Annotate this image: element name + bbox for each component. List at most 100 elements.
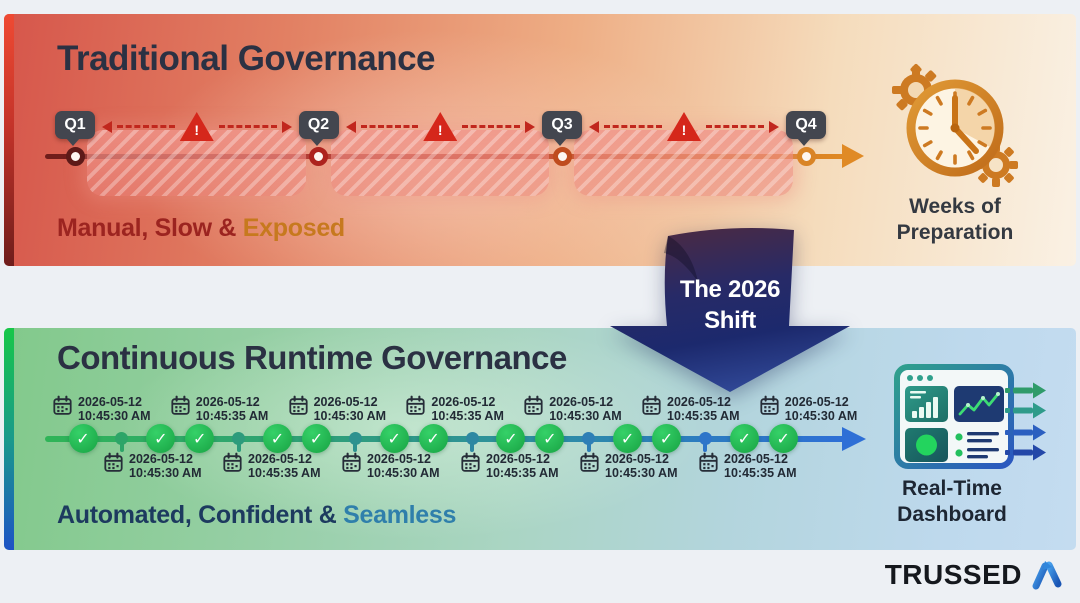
quarter-node: [552, 147, 572, 166]
continuous-subtitle-part1: Automated, Confident &: [57, 501, 337, 529]
brand-name: TRUSSED: [884, 559, 1022, 590]
check-circle-icon: [652, 424, 681, 453]
red-accent-stripe: [4, 14, 14, 266]
traditional-subtitle-part1: Manual, Slow &: [57, 214, 237, 242]
check-circle-icon: [379, 424, 409, 453]
quarter-badge-q2: Q2: [298, 111, 339, 146]
timeline-tick-dot: [115, 432, 129, 452]
calendar-icon: [461, 452, 480, 472]
check-circle-icon: [146, 424, 176, 453]
quarter-node: [796, 147, 816, 166]
check-circle-icon: [768, 424, 798, 453]
timeline-tick-dot: [698, 432, 712, 452]
caption-line: Preparation: [896, 221, 1014, 244]
quarter-badge-q4: Q4: [786, 111, 826, 146]
calendar-icon: [342, 452, 361, 472]
check-circle-icon: [68, 424, 98, 453]
timestamp-date: 2026-05-12: [195, 395, 260, 409]
runtime-timeline-arrowhead-icon: [842, 427, 866, 451]
timestamp-time: 10:45:35 AM: [486, 466, 559, 480]
caption-line: Dashboard: [897, 503, 1007, 526]
arrowhead-icon: [589, 120, 599, 133]
traditional-title: Traditional Governance: [57, 39, 436, 78]
timestamp-date: 2026-05-12: [667, 395, 731, 409]
shift-label-line2: Shift: [704, 307, 756, 334]
timestamp-date: 2026-05-12: [78, 395, 142, 409]
warning-triangle-icon: [423, 112, 458, 141]
check-circle-icon: [301, 424, 331, 453]
shift-label-line1: The 2026: [679, 276, 781, 303]
brand-lockup: TRUSSED: [885, 555, 1066, 595]
timestamp-time: 10:45:30 AM: [129, 466, 202, 480]
caption-line: Real-Time: [902, 477, 1002, 500]
calendar-icon: [289, 395, 308, 415]
timeline-tick-dot: [232, 432, 246, 452]
dashed-line: [706, 125, 764, 128]
risk-gap-connector: [345, 112, 535, 141]
calendar-icon: [53, 395, 72, 415]
risk-window-region: [87, 130, 306, 196]
arrowhead-icon: [281, 120, 292, 133]
timestamp-date: 2026-05-12: [486, 452, 550, 466]
dashboard-window-icon: [894, 364, 1046, 469]
calendar-icon: [223, 452, 242, 472]
check-circle-icon: [613, 424, 643, 453]
timestamp-date: 2026-05-12: [367, 452, 431, 466]
quarter-badge-q1: Q1: [55, 111, 95, 146]
timestamp-time: 10:45:35 AM: [667, 409, 740, 423]
arrowhead-icon: [102, 120, 112, 133]
calendar-icon: [171, 395, 190, 415]
risk-window-region: [330, 130, 549, 196]
calendar-icon: [580, 452, 599, 472]
arrowhead-icon: [525, 120, 535, 133]
check-circle-icon: [418, 424, 448, 453]
calendar-icon: [699, 452, 718, 472]
calendar-icon: [104, 452, 123, 472]
warning-triangle-icon: [179, 112, 214, 141]
calendar-icon: [406, 395, 425, 415]
continuous-title: Continuous Runtime Governance: [57, 339, 567, 376]
timeline-tick-dot: [348, 432, 362, 452]
calendar-icon: [760, 395, 779, 415]
check-circle-icon: [535, 424, 565, 453]
trussed-logo-icon: [1032, 561, 1062, 592]
timeline-tick-dot: [465, 432, 479, 452]
continuous-subtitle-part2: Seamless: [336, 501, 457, 529]
check-circle-icon: [263, 424, 292, 453]
timestamp-time: 10:45:35 AM: [195, 409, 269, 423]
dashed-line: [462, 125, 520, 128]
timestamp-time: 10:45:30 AM: [549, 409, 622, 423]
calendar-icon: [642, 395, 661, 415]
timestamp-time: 10:45:35 AM: [431, 409, 504, 423]
check-circle-icon: [185, 424, 215, 453]
timestamp-date: 2026-05-12: [248, 452, 312, 466]
arrowhead-icon: [769, 120, 779, 133]
shift-label: The 2026 Shift: [640, 274, 820, 336]
timestamp-date: 2026-05-12: [784, 395, 849, 409]
quarterly-timeline-arrowhead-icon: [842, 144, 864, 168]
timestamp-time: 10:45:30 AM: [605, 466, 678, 480]
timestamp-time: 10:45:35 AM: [724, 466, 797, 480]
timestamp-date: 2026-05-12: [605, 452, 669, 466]
shift-down-arrow: [610, 228, 850, 392]
timestamp-date: 2026-05-12: [431, 395, 496, 409]
green-accent-stripe: [4, 328, 14, 550]
timeline-tick-dot: [582, 432, 596, 452]
weeks-of-preparation-caption: Weeks of Preparation: [855, 194, 1055, 246]
timestamp-time: 10:45:30 AM: [313, 409, 387, 423]
check-circle-icon: [729, 424, 759, 453]
dashed-line: [218, 125, 277, 128]
check-circle-icon: [496, 424, 526, 453]
quarter-badge-q3: Q3: [542, 111, 582, 146]
